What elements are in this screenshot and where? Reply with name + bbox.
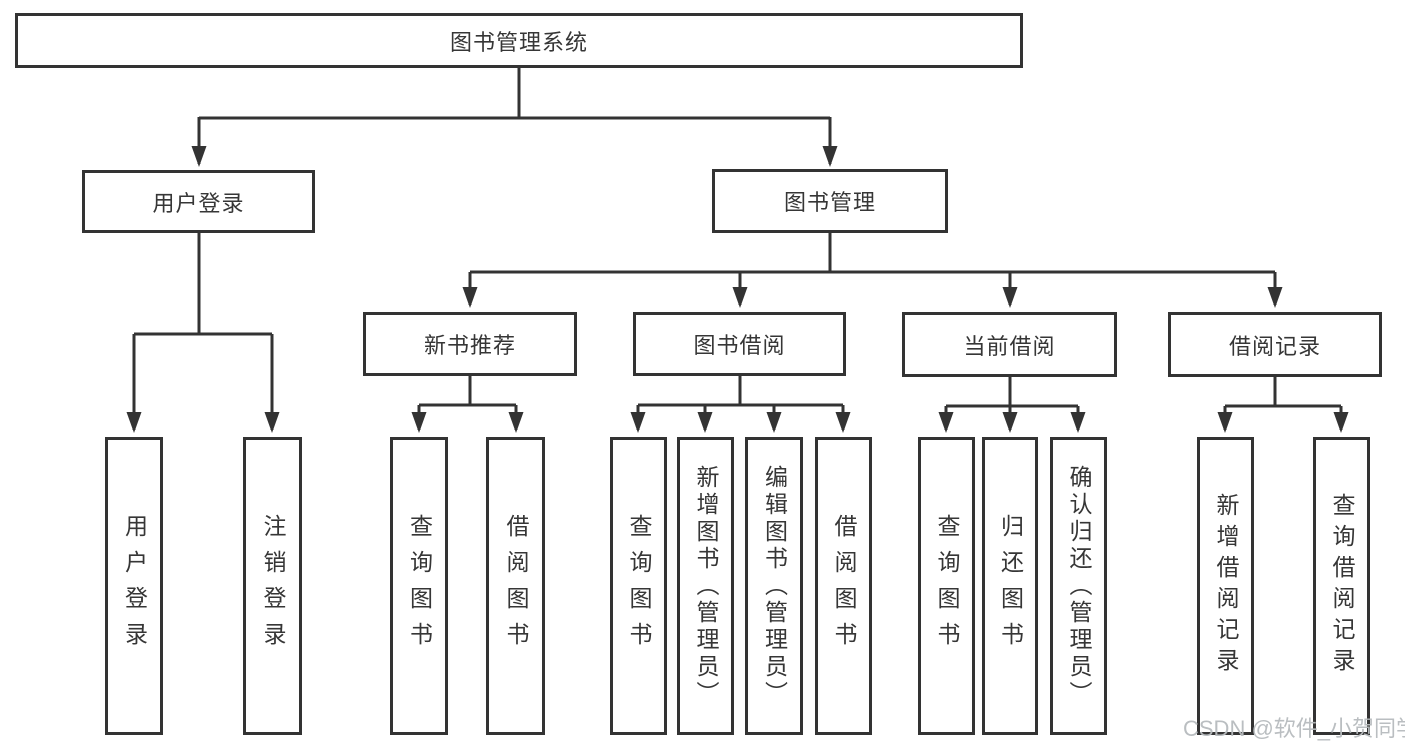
connector-book-borrow-bar [638,376,843,407]
node-new-book-recommend: 新书推荐 [363,312,577,376]
node-current-borrow: 当前借阅 [902,312,1117,377]
node-leaf-query-books-current: 查询图书 [918,437,975,735]
node-book-management: 图书管理 [712,169,948,233]
node-label: 新书推荐 [423,333,516,358]
node-leaf-query-books-recommend: 查询图书 [390,437,448,735]
node-leaf-add-borrow-record: 新增借阅记录 [1197,437,1254,735]
node-leaf-query-borrow-record: 查询借阅记录 [1313,437,1370,735]
node-leaf-borrow-books: 借阅图书 [815,437,872,735]
node-leaf-return-books: 归还图书 [982,437,1038,735]
node-user-login: 用户登录 [82,170,315,233]
node-label: 借阅图书 [831,514,857,658]
node-leaf-add-book-admin: 新增图书（管理员） [677,437,734,735]
node-borrow-records: 借阅记录 [1168,312,1382,377]
node-label: 查询图书 [934,514,960,658]
node-label: 借阅记录 [1228,333,1321,359]
connector-book-management-bar [470,233,1275,274]
node-leaf-borrow-books-recommend: 借阅图书 [486,437,545,735]
node-leaf-user-login: 用户登录 [105,437,163,735]
connector-root-bar [199,68,830,120]
node-leaf-query-books-borrow: 查询图书 [610,437,667,735]
node-root-system: 图书管理系统 [15,13,1023,68]
node-label: 查询图书 [626,514,652,658]
node-label: 编辑图书（管理员） [761,464,788,708]
node-label: 注销登录 [260,514,286,658]
node-leaf-confirm-return-admin: 确认归还（管理员） [1050,437,1107,735]
node-label: 新增图书（管理员） [693,464,719,708]
node-label: 用户登录 [152,190,245,216]
connector-current-borrow-bar [946,377,1078,408]
node-leaf-logout-login: 注销登录 [243,437,302,735]
node-label: 当前借阅 [963,333,1056,359]
node-label: 借阅图书 [503,514,529,658]
node-label: 用户登录 [121,514,148,658]
connector-new-book-bar [419,376,516,407]
node-label: 新增借阅记录 [1213,493,1239,679]
csdn-watermark: CSDN @软件_小贺同学 [1183,716,1405,741]
node-label: 图书借阅 [693,333,786,358]
node-leaf-edit-book-admin: 编辑图书（管理员） [745,437,803,735]
node-label: 查询图书 [406,514,433,658]
node-label: 图书管理系统 [449,29,588,55]
node-label: 图书管理 [783,190,876,215]
connector-user-login-bar [134,233,272,336]
node-label: 归还图书 [997,514,1024,658]
connector-borrow-records-bar [1225,377,1341,408]
node-label: 查询借阅记录 [1329,493,1355,679]
node-label: 确认归还（管理员） [1066,464,1092,708]
node-book-borrow: 图书借阅 [633,312,846,376]
